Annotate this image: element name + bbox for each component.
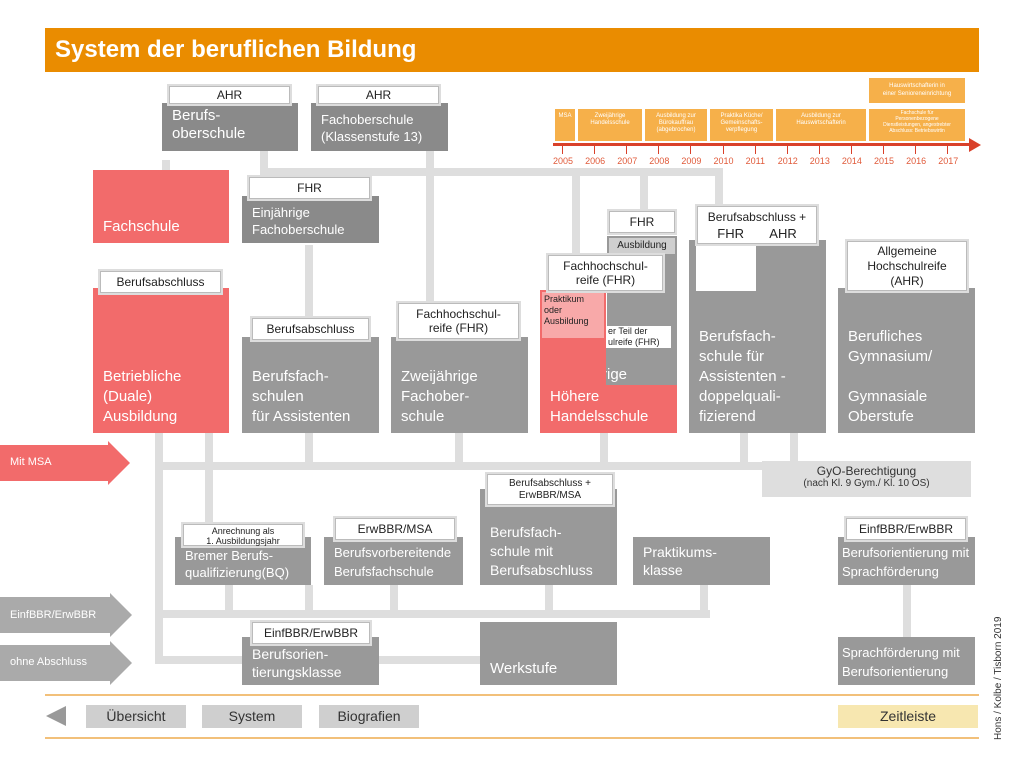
timeline-arrow-icon (969, 138, 981, 152)
gymnasium-text: Berufliches Gymnasium/ Gymnasiale Oberst… (848, 328, 933, 425)
timeline-tick (594, 146, 596, 154)
timeline-year: 2017 (938, 156, 959, 166)
timeline-item-2: Ausbildung zur Bürokauffrau (abgebrochen… (645, 109, 707, 141)
bfs-assistenten-text: Berufsfach- schulen für Assistenten (252, 368, 351, 425)
timeline-tick (626, 146, 628, 154)
timeline-item-3: Praktika Küche/ Gemeinschafts- verpflegu… (710, 109, 773, 141)
timeline-tick (947, 146, 949, 154)
timeline-tick (562, 146, 563, 154)
label-allg-hochschulreife: Allgemeine Hochschulreife (AHR) (847, 241, 967, 291)
label-anrechnung: Anrechnung als 1. Ausbildungsjahr (183, 524, 303, 546)
label-teil-fhr: er Teil der ulreife (FHR) (605, 326, 671, 348)
betriebliche-text: Betriebliche (Duale) Ausbildung (103, 368, 182, 425)
timeline-year: 2012 (777, 156, 798, 166)
label-einfbbr-erwbbr-1: EinfBBR/ErwBBR (846, 518, 966, 540)
box-zweijaehrige-fos[interactable]: Zweijährige Fachober- schule (391, 337, 528, 433)
label-fh-reife-2: Fachhochschul- reife (FHR) (548, 255, 663, 291)
timeline-tick (915, 146, 917, 154)
gyo-sub: (nach Kl. 9 Gym./ Kl. 10 OS) (803, 478, 930, 489)
entry-label-einfbbr: EinfBBR/ErwBBR (10, 609, 97, 621)
timeline-tick (786, 146, 788, 154)
divider-bottom (45, 737, 979, 739)
label-ahr-1: AHR (169, 86, 290, 104)
bab-line2: FHR AHR (698, 227, 816, 241)
entry-label-ohne: ohne Abschluss (10, 656, 88, 668)
timeline-item-5: Fachschule für Personenbezogene Dienstle… (869, 109, 965, 141)
box-fachschule[interactable]: Fachschule (93, 170, 229, 243)
back-arrow-icon[interactable] (46, 706, 66, 726)
timeline-year: 2011 (745, 156, 765, 166)
label-erwbbr-msa: ErwBBR/MSA (335, 518, 455, 540)
timeline-top-item: Hauswirtschafterin in einer Senioreneinr… (869, 78, 965, 103)
werkstufe-text: Werkstufe (490, 660, 558, 677)
timeline-year: 2016 (906, 156, 927, 166)
timeline-tick (850, 146, 852, 154)
hoehere-hs-text: Höhere Handelsschule (550, 388, 649, 425)
label-fhr-1: FHR (249, 177, 370, 199)
box-berufsorientierung-sprach[interactable]: Berufsorientierung mit Sprachförderung (838, 537, 975, 585)
box-sprachfoerderung[interactable]: Sprachförderung mit Berufsorientierung (838, 637, 975, 685)
divider-top (45, 694, 979, 696)
timeline-tick (690, 146, 692, 154)
timeline-year: 2007 (617, 156, 638, 166)
box-berufsorientierungsklasse[interactable]: Berufsorien- tierungsklasse (242, 637, 379, 685)
label-einfbbr-erwbbr-2: EinfBBR/ErwBBR (252, 622, 370, 644)
label-fh-reife-1: Fachhochschul- reife (FHR) (398, 303, 519, 339)
gyo-title: GyO-Berechtigung (816, 464, 917, 478)
box-bfs-assistenten[interactable]: Berufsfach- schulen für Assistenten (242, 337, 379, 433)
timeline-year: 2015 (874, 156, 895, 166)
label-bab-fhr-ahr: Berufsabschluss + FHR AHR (697, 206, 817, 244)
box-fachoberschule-13[interactable]: Fachoberschule (Klassenstufe 13) (311, 103, 448, 151)
box-betriebliche-ausbildung[interactable]: Betriebliche (Duale) Ausbildung (93, 288, 229, 433)
timeline-item-4: Ausbildung zur Hauswirtschafterin (776, 109, 866, 141)
page-title: System der beruflichen Bildung (45, 28, 979, 72)
label-bab-erwbbr: Berufsabschluss + ErwBBR/MSA (487, 474, 613, 505)
label-praktikum: Praktikum oder Ausbildung (542, 292, 604, 338)
box-bvb-fachschule[interactable]: Berufsvorbereitende Berufsfachschule (324, 537, 463, 585)
box-bfs-abschluss[interactable]: Berufsfach- schule mit Berufsabschluss (480, 489, 617, 585)
bab-ahr: AHR (769, 226, 797, 241)
box-praktikumsklasse[interactable]: Praktikums- klasse (633, 537, 770, 585)
timeline-year: 2014 (841, 156, 862, 166)
bfs-doppel-text: Berufsfach- schule für Assistenten - dop… (699, 328, 786, 425)
timeline-year: 2006 (585, 156, 606, 166)
timeline-year: 2010 (713, 156, 734, 166)
timeline-tick (754, 146, 756, 154)
timeline-tick (883, 146, 884, 154)
hoehere-partial-text: rige (602, 366, 628, 383)
timeline-tick (818, 146, 820, 154)
bab-fhr: FHR (717, 226, 744, 241)
timeline-item-0: MSA (555, 109, 575, 141)
nav-uebersicht[interactable]: Übersicht (86, 705, 186, 728)
gyo-berechtigung: GyO-Berechtigung (nach Kl. 9 Gym./ Kl. 1… (762, 461, 971, 497)
credit: Hons / Kolbe / Tisborn 2019 (993, 616, 1004, 740)
nav-system[interactable]: System (202, 705, 302, 728)
fachschule-text: Fachschule (103, 218, 180, 235)
box-gymnasium[interactable]: Berufliches Gymnasium/ Gymnasiale Oberst… (838, 288, 975, 433)
label-ahr-2: AHR (318, 86, 439, 104)
nav-biografien[interactable]: Biografien (319, 705, 419, 728)
bab-line1: Berufsabschluss + (707, 210, 807, 224)
label-fhr-2: FHR (609, 211, 675, 233)
timeline-tick (658, 146, 660, 154)
label-berufsabschluss-2: Berufsabschluss (252, 318, 369, 340)
box-werkstufe[interactable]: Werkstufe (480, 622, 617, 685)
label-berufsabschluss-1: Berufsabschluss (100, 271, 221, 293)
box-hoehere-handelsschule[interactable]: Höhere Handelsschule (540, 385, 677, 433)
timeline-item-1: Zweijährige Handelsschule (578, 109, 642, 141)
zweijaehrige-fos-text: Zweijährige Fachober- schule (401, 368, 478, 425)
timeline-axis (553, 143, 971, 146)
label-ausbildung: Ausbildung (609, 238, 675, 254)
nav-zeitleiste[interactable]: Zeitleiste (838, 705, 978, 728)
box-einjaehrige-fos[interactable]: Einjährige Fachoberschule (242, 196, 379, 243)
timeline-year: 2009 (681, 156, 702, 166)
timeline-tick (722, 146, 724, 154)
timeline-year: 2005 (553, 156, 574, 166)
timeline-year: 2013 (809, 156, 830, 166)
timeline-year: 2008 (649, 156, 670, 166)
box-berufsoberschule[interactable]: Berufs- oberschule (162, 103, 298, 151)
blank-fhr-area (696, 243, 756, 291)
entry-label-msa: Mit MSA (10, 456, 52, 468)
